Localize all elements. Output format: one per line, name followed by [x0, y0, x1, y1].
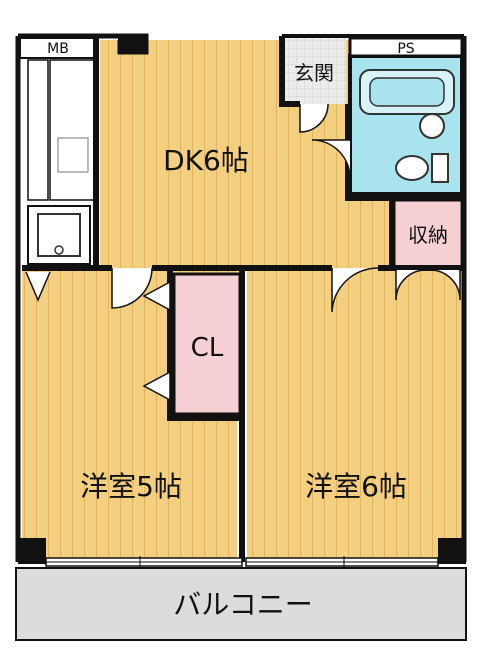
kitchen-sink: [57, 137, 89, 173]
closet-door-bottom-icon: [142, 370, 171, 402]
bathtub-inner: [369, 77, 445, 107]
dk-door-to-entrance-icon: [311, 139, 351, 179]
entrance-door-icon: [299, 103, 329, 133]
western-room-b-label: 洋室6帖: [305, 470, 407, 503]
kitchen-side-wall: [27, 59, 49, 201]
entrance-floor: [282, 38, 346, 104]
washbasin-icon: [419, 113, 445, 139]
storage-door-right-icon: [429, 269, 461, 301]
window-room-a: [45, 556, 243, 568]
room-b-door-icon: [331, 267, 379, 313]
balcony-floor: [15, 567, 467, 641]
dk-label: DK6帖: [163, 144, 249, 177]
balcony-label: バルコニー: [173, 588, 312, 621]
corner-pillar-br: [438, 538, 466, 564]
storage-door-left-icon: [395, 269, 427, 301]
ps-label: PS: [397, 41, 414, 57]
ps-box: [348, 36, 464, 58]
window-room-b: [245, 556, 439, 568]
washer-icon: [37, 213, 81, 257]
entrance-label: 玄関: [294, 61, 334, 85]
toilet-tank-icon: [431, 153, 449, 183]
western-room-b-floor: [247, 268, 462, 560]
mb-label: MB: [47, 41, 69, 57]
room-a-door-icon: [111, 267, 153, 309]
kitchen-counter: [49, 59, 97, 201]
closet-frame: [172, 272, 242, 416]
western-room-a-label: 洋室5帖: [80, 470, 182, 503]
closet-floor: [174, 274, 240, 414]
storage-frame: [392, 198, 464, 270]
storage-label: 収納: [408, 223, 448, 247]
washer-door-icon: [25, 271, 51, 302]
corner-pillar-tl: [118, 36, 146, 54]
toilet-icon: [395, 155, 429, 181]
washer-drain-icon: [54, 245, 64, 255]
closet-door-top-icon: [142, 280, 171, 312]
closet-label: CL: [191, 333, 224, 363]
storage-floor: [394, 200, 460, 268]
corner-pillar-bl: [18, 538, 46, 564]
